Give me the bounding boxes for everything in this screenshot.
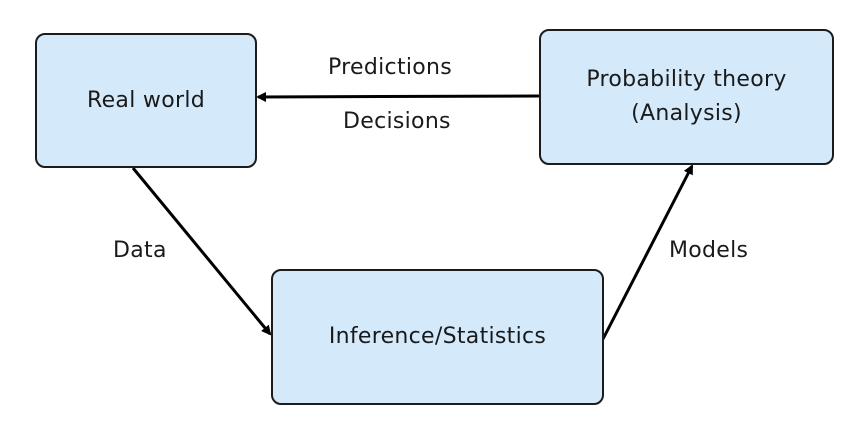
node-probability-theory-line2: (Analysis) [631,101,742,126]
node-real-world: Real world [35,33,257,168]
arrow-probability-to-real-world [256,91,540,102]
edge-label-models: Models [669,238,749,263]
node-probability-theory: Probability theory (Analysis) [539,29,834,165]
node-inference-statistics: Inference/Statistics [271,269,604,405]
edge-label-predictions: Predictions [328,55,453,80]
arrow-real-world-to-inference [131,167,272,336]
edge-label-data: Data [113,238,167,263]
node-probability-theory-line1: Probability theory [586,67,787,92]
arrow-inference-to-probability [601,164,694,340]
node-real-world-label: Real world [87,87,205,113]
node-inference-label: Inference/Statistics [328,324,547,349]
edge-label-decisions: Decisions [343,109,451,134]
